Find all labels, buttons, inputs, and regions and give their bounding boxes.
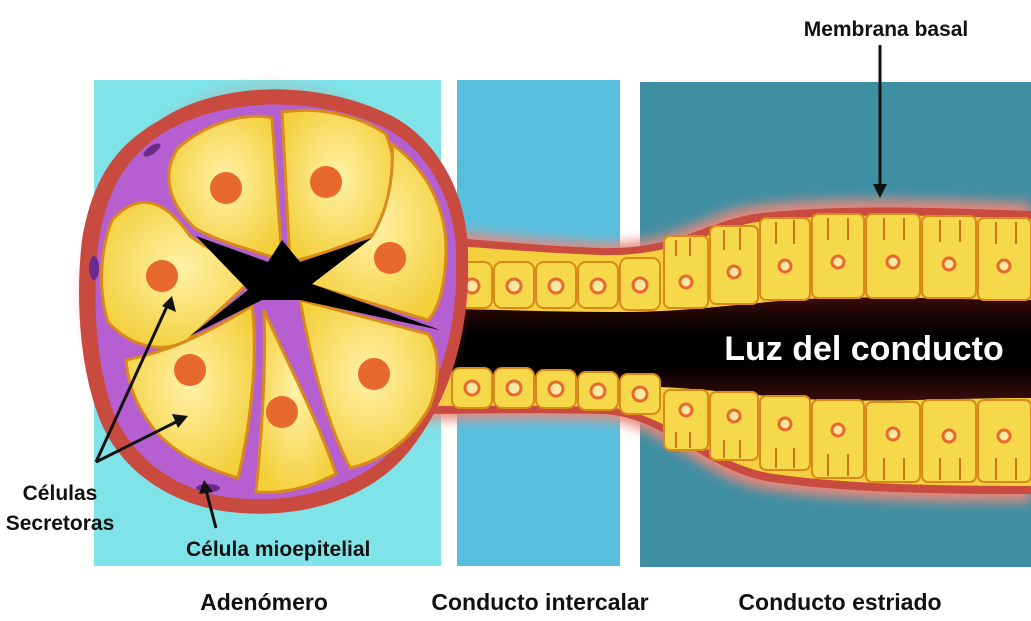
label-secretoras: Secretoras: [6, 512, 115, 535]
label-membrana-basal: Membrana basal: [804, 18, 969, 41]
label-adenomero: Adenómero: [200, 589, 328, 615]
label-luz-del-conducto: Luz del conducto: [724, 330, 1004, 368]
adenomero: [72, 75, 472, 515]
label-celulas: Células: [23, 482, 98, 505]
label-conducto-estriado: Conducto estriado: [738, 589, 941, 615]
label-conducto-intercalar: Conducto intercalar: [431, 589, 648, 615]
label-celula-mioepitelial: Célula mioepitelial: [186, 538, 370, 561]
